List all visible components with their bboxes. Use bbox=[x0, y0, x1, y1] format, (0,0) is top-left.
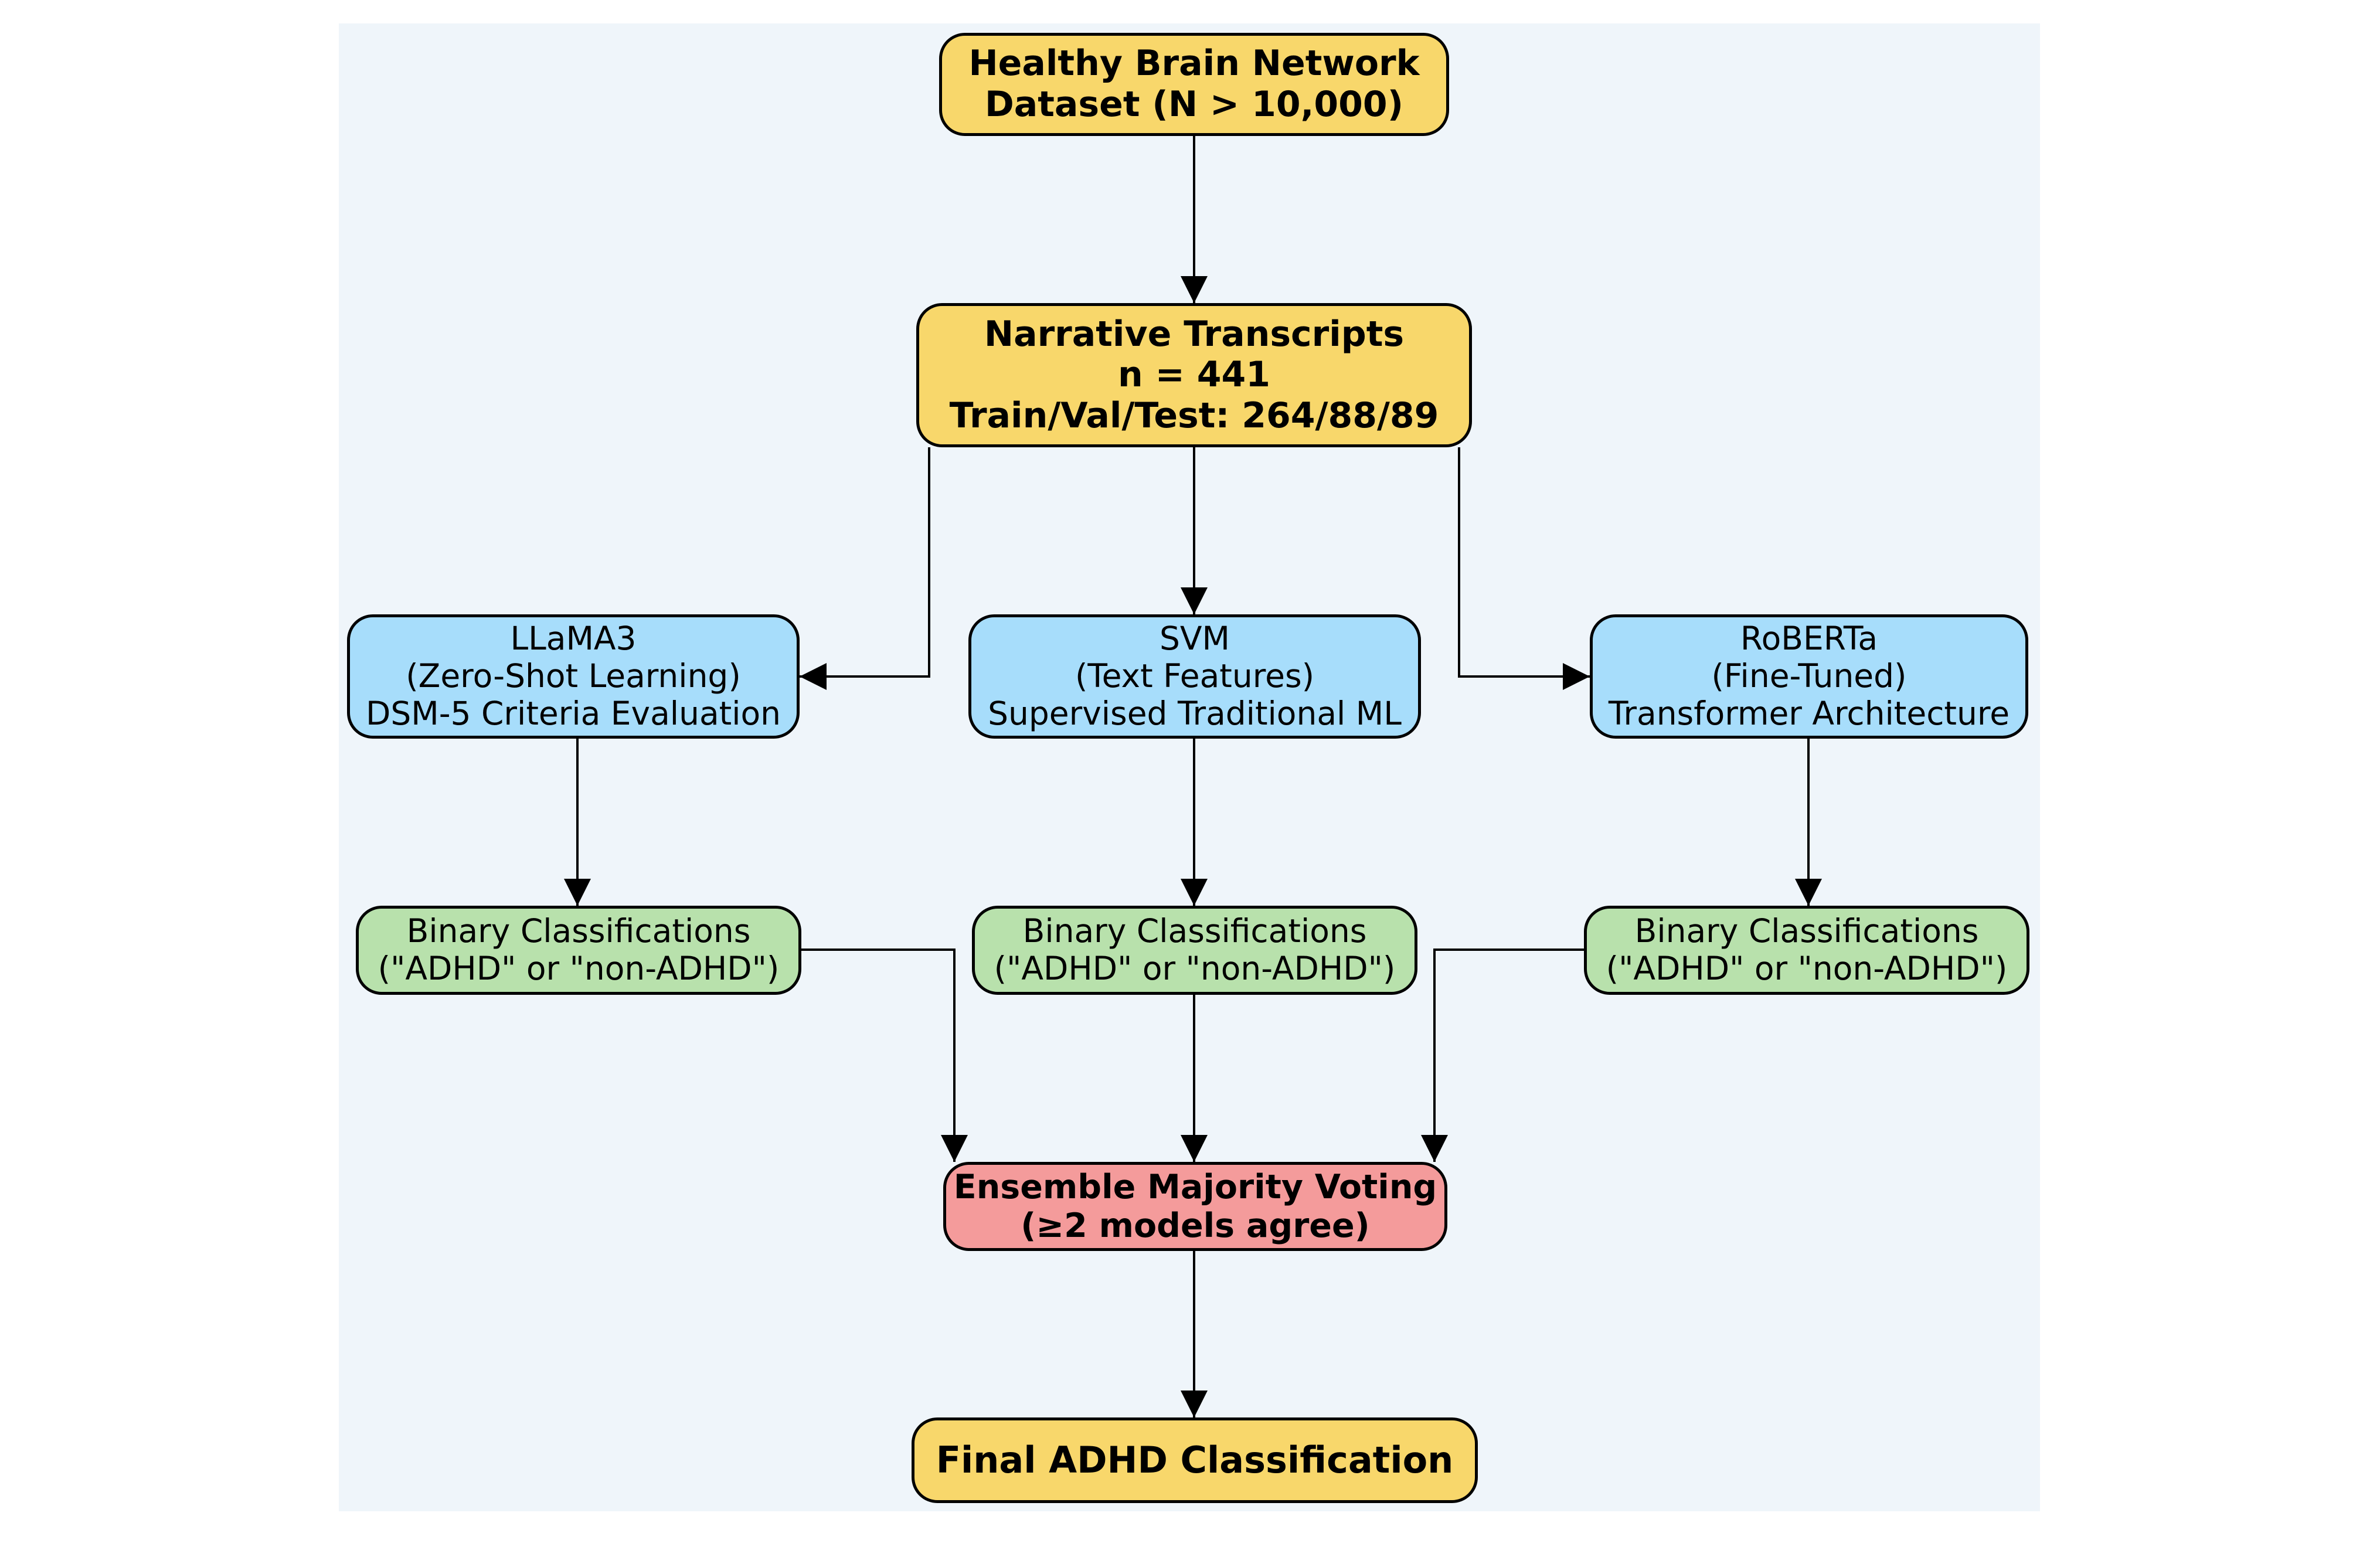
node-roberta-line-1: RoBERTa bbox=[1740, 620, 1878, 658]
node-llama-line-2: (Zero-Shot Learning) bbox=[406, 657, 741, 695]
node-transcripts-line-3: Train/Val/Test: 264/88/89 bbox=[949, 395, 1439, 436]
node-binary-svm: Binary Classifications ("ADHD" or "non-A… bbox=[972, 906, 1417, 995]
edge-transcripts-to-roberta bbox=[1458, 447, 1590, 690]
node-final-classification: Final ADHD Classification bbox=[912, 1417, 1478, 1503]
node-final-line-1: Final ADHD Classification bbox=[936, 1439, 1454, 1482]
node-bin-roberta-line-1: Binary Classifications bbox=[1634, 912, 1979, 950]
node-roberta-line-3: Transformer Architecture bbox=[1608, 694, 2010, 732]
node-binary-roberta: Binary Classifications ("ADHD" or "non-A… bbox=[1584, 906, 2029, 995]
diagram-background bbox=[339, 23, 2040, 1511]
node-svm-line-1: SVM bbox=[1160, 620, 1230, 658]
node-svm: SVM (Text Features) Supervised Tradition… bbox=[968, 614, 1421, 739]
edge-bin-llama-to-ensemble bbox=[801, 949, 968, 1162]
node-bin-svm-line-1: Binary Classifications bbox=[1022, 912, 1367, 950]
node-dataset-line-1: Healthy Brain Network bbox=[968, 43, 1420, 84]
node-narrative-transcripts: Narrative Transcripts n = 441 Train/Val/… bbox=[916, 303, 1472, 447]
node-llama-line-3: DSM-5 Criteria Evaluation bbox=[365, 694, 781, 732]
node-svm-line-2: (Text Features) bbox=[1075, 657, 1315, 695]
node-binary-llama: Binary Classifications ("ADHD" or "non-A… bbox=[356, 906, 801, 995]
node-ensemble-line-1: Ensemble Majority Voting bbox=[953, 1167, 1437, 1206]
node-bin-llama-line-2: ("ADHD" or "non-ADHD") bbox=[378, 950, 780, 987]
node-transcripts-line-1: Narrative Transcripts bbox=[984, 313, 1405, 355]
edge-bin-roberta-to-ensemble bbox=[1421, 949, 1584, 1162]
node-llama3: LLaMA3 (Zero-Shot Learning) DSM-5 Criter… bbox=[347, 614, 800, 739]
node-svm-line-3: Supervised Traditional ML bbox=[988, 694, 1402, 732]
node-dataset: Healthy Brain Network Dataset (N > 10,00… bbox=[939, 33, 1449, 136]
node-roberta-line-2: (Fine-Tuned) bbox=[1711, 657, 1907, 695]
edge-transcripts-to-llama bbox=[800, 447, 930, 690]
node-transcripts-line-2: n = 441 bbox=[1117, 354, 1270, 396]
node-ensemble-line-2: (≥2 models agree) bbox=[1021, 1206, 1370, 1245]
node-llama-line-1: LLaMA3 bbox=[510, 620, 637, 658]
node-roberta: RoBERTa (Fine-Tuned) Transformer Archite… bbox=[1590, 614, 2028, 739]
node-bin-roberta-line-2: ("ADHD" or "non-ADHD") bbox=[1606, 950, 2008, 987]
node-bin-svm-line-2: ("ADHD" or "non-ADHD") bbox=[994, 950, 1396, 987]
node-bin-llama-line-1: Binary Classifications bbox=[406, 912, 751, 950]
node-dataset-line-2: Dataset (N > 10,000) bbox=[984, 84, 1404, 125]
node-ensemble-voting: Ensemble Majority Voting (≥2 models agre… bbox=[943, 1162, 1447, 1251]
